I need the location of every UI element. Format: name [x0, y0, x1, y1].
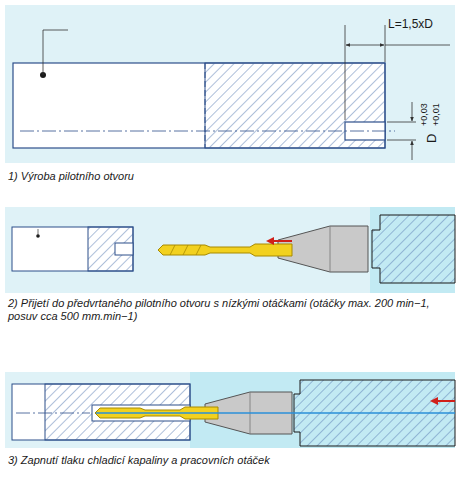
drill-flute: [196, 245, 201, 255]
tolerance-lower: +0,01: [431, 103, 442, 126]
tolerance-upper: +0,03: [419, 103, 430, 126]
step-caption: 1) Výroba pilotního otvoru: [8, 170, 448, 183]
pilot-hole: [115, 243, 133, 255]
section-line: [205, 63, 206, 148]
leader-line: [43, 30, 68, 75]
dimension-line: [346, 45, 384, 46]
spindle-ground: [370, 207, 455, 293]
workpiece: [12, 227, 133, 271]
dimension-symbol: D: [424, 134, 440, 143]
center-line: [20, 131, 395, 132]
drill-flute: [183, 245, 188, 255]
drill: [158, 244, 292, 256]
extension-line: [387, 122, 416, 123]
panel-ground: [5, 372, 455, 448]
step-caption: 3) Zapnutí tlaku chladicí kapaliny a pra…: [8, 454, 448, 467]
panel-ground: [5, 207, 455, 293]
workpiece: [13, 63, 385, 148]
dimension-arrow: [412, 102, 413, 121]
step-caption: 2) Přijetí do předvrtaného pilotního otv…: [8, 297, 448, 323]
dimension-arrow: [412, 141, 413, 160]
coolant-arrow-head: [430, 397, 438, 405]
dimension-line: [385, 45, 450, 46]
feed-arrow-head: [266, 237, 274, 245]
holder-edge: [330, 226, 331, 272]
entry-panel: [5, 207, 455, 293]
center-line: [16, 413, 90, 414]
drill-flute: [170, 245, 175, 255]
panel-ground: [5, 5, 455, 163]
spindle-ground: [190, 372, 455, 448]
extension-line: [387, 140, 416, 141]
extension-line: [385, 25, 386, 62]
spindle: [372, 215, 455, 283]
coolant-line: [96, 412, 455, 414]
dimension-label: L=1,5xD: [388, 17, 433, 31]
hatched-section: [88, 227, 133, 271]
drilling-panel: [5, 372, 455, 448]
hatched-section: [205, 63, 385, 148]
pilot-hole-panel: [5, 5, 455, 163]
leader-line: [38, 229, 39, 236]
extension-line: [345, 25, 346, 120]
